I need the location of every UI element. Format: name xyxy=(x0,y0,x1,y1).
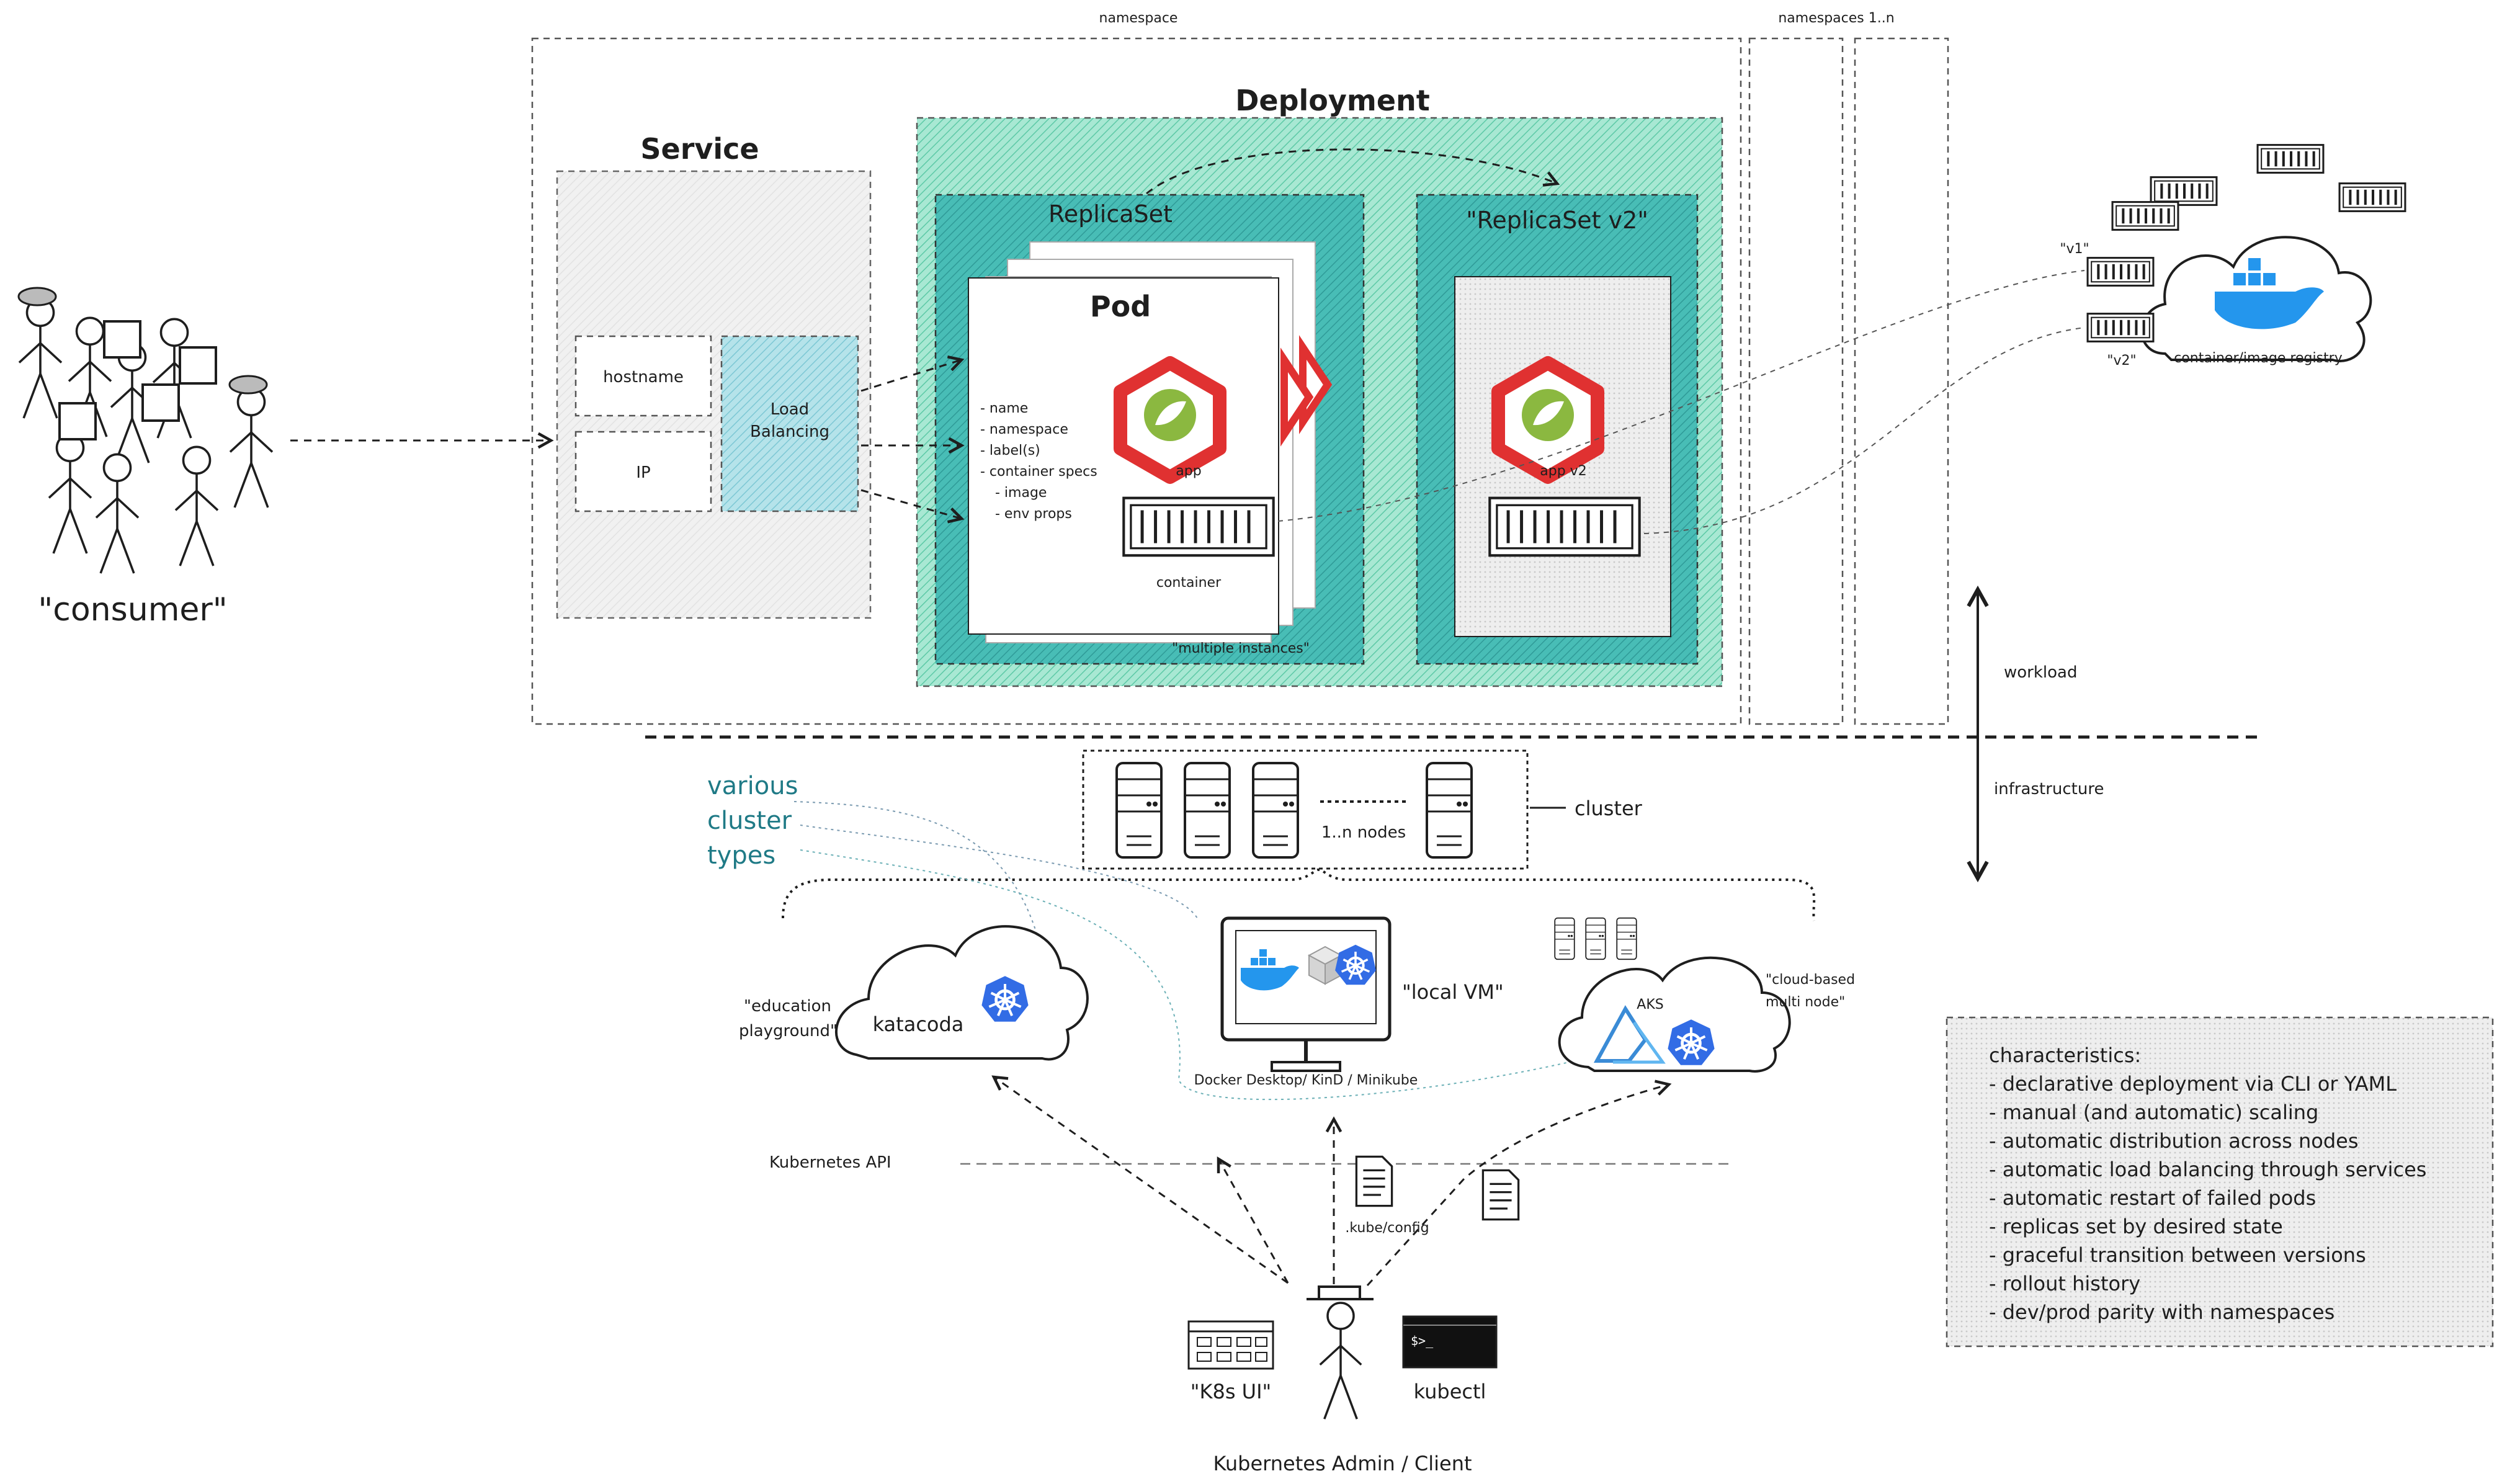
container-registry: "v1" "v2" container/image registry xyxy=(2060,145,2405,369)
local-vm-sub: Docker Desktop/ KinD / Minikube xyxy=(1194,1073,1418,1088)
k8s-ui-label: "K8s UI" xyxy=(1191,1380,1271,1403)
spring-app-v2-icon xyxy=(1498,363,1597,477)
kubeconfig-doc-icon xyxy=(1481,1169,1520,1221)
admin-label: Kubernetes Admin / Client xyxy=(1213,1452,1472,1475)
registry-v2-label: "v2" xyxy=(2107,353,2136,369)
consumer-group: "consumer" xyxy=(17,287,274,628)
server-icon xyxy=(1585,917,1606,960)
rollout-arrow xyxy=(1146,148,1557,195)
characteristic-item: - automatic load balancing through servi… xyxy=(1989,1158,2426,1181)
k8s-ui-icon[interactable] xyxy=(1187,1320,1274,1370)
kubectl-label: kubectl xyxy=(1414,1380,1486,1403)
pod-prop-labels: - label(s) xyxy=(980,443,1040,458)
box-icon xyxy=(1307,945,1343,985)
deployment-title: Deployment xyxy=(1235,84,1430,117)
service-title: Service xyxy=(640,132,759,166)
container-label: container xyxy=(1156,575,1222,591)
spring-app-icon xyxy=(1120,363,1220,477)
characteristic-item: - automatic distribution across nodes xyxy=(1989,1129,2359,1153)
various-types-line1: various xyxy=(707,772,798,800)
server-icon xyxy=(1184,762,1231,859)
registry-v1-label: "v1" xyxy=(2060,241,2089,257)
cluster-label: cluster xyxy=(1575,797,1643,820)
replicaset-v2-title: "ReplicaSet v2" xyxy=(1466,207,1648,234)
ip-field: IP xyxy=(636,463,650,482)
characteristics-title: characteristics: xyxy=(1989,1044,2141,1067)
container-icon xyxy=(1124,498,1273,556)
aks-cloud[interactable]: AKS xyxy=(1554,917,1791,1073)
namespace-area: namespace xyxy=(531,11,1742,725)
kubeconfig-doc-icon xyxy=(1355,1155,1393,1207)
pod-prop-name: - name xyxy=(980,401,1028,416)
server-icon xyxy=(1616,917,1637,960)
server-icon xyxy=(1115,762,1163,859)
lb-to-pod-arrows xyxy=(860,360,962,519)
kubectl-prompt: $>_ xyxy=(1411,1333,1434,1348)
characteristic-item: - replicas set by desired state xyxy=(1989,1215,2283,1238)
characteristic-item: - graceful transition between versions xyxy=(1989,1243,2366,1267)
various-link-2 xyxy=(800,825,1198,919)
container-v2-icon xyxy=(1490,498,1639,556)
infrastructure-label: infrastructure xyxy=(1994,780,2104,798)
local-vm-monitor[interactable] xyxy=(1220,916,1392,1072)
education-label-line2: playground" xyxy=(739,1022,838,1040)
katacoda-label: katacoda xyxy=(873,1012,964,1036)
characteristic-item: - rollout history xyxy=(1989,1272,2140,1295)
multiple-instances-label: "multiple instances" xyxy=(1172,641,1310,656)
cluster-nodes[interactable]: 1..n nodes xyxy=(1082,749,1529,870)
consumer-label: "consumer" xyxy=(38,591,227,628)
pod-prop-container-specs: - container specs xyxy=(980,464,1097,480)
characteristic-item: - dev/prod parity with namespaces xyxy=(1989,1300,2334,1324)
pod-title: Pod xyxy=(1090,290,1151,323)
cluster-types-brace xyxy=(782,868,1816,921)
kubeconfig-label: .kube/config xyxy=(1345,1220,1429,1236)
hostname-field: hostname xyxy=(603,368,684,387)
kubectl-terminal-icon[interactable]: $>_ xyxy=(1402,1315,1498,1369)
deployment-box[interactable]: Deployment ReplicaSet Pod - name - names… xyxy=(916,84,1723,687)
registry-label: container/image registry xyxy=(2174,351,2343,366)
various-types-line2: cluster xyxy=(707,807,792,835)
education-label-line1: "education xyxy=(744,997,831,1016)
namespaces-stack: namespaces 1..n xyxy=(1748,11,1949,725)
docker-icon xyxy=(1241,949,1299,991)
pod-prop-env-props: - env props xyxy=(995,506,1072,522)
katacoda-cloud[interactable]: katacoda xyxy=(834,925,1089,1061)
pod-card[interactable]: Pod - name - namespace - label(s) - cont… xyxy=(968,277,1279,635)
cloud-label-line2: multi node" xyxy=(1766,995,1845,1010)
replicaset-title: ReplicaSet xyxy=(1048,200,1173,228)
docker-whale-icon xyxy=(2215,258,2324,329)
pod-prop-namespace: - namespace xyxy=(980,422,1068,437)
image-v2-link xyxy=(1643,327,2085,534)
pod-prop-image: - image xyxy=(995,485,1047,501)
nodes-label: 1..n nodes xyxy=(1321,823,1406,842)
cloud-label-line1: "cloud-based xyxy=(1766,972,1855,988)
admin-figure xyxy=(1307,1285,1374,1419)
namespaces-label: namespaces 1..n xyxy=(1778,11,1894,26)
app-v2-label: app v2 xyxy=(1540,463,1586,479)
aks-label: AKS xyxy=(1637,997,1663,1012)
azure-icon xyxy=(1593,1005,1666,1064)
admin-arrows xyxy=(994,1077,1669,1287)
server-icon xyxy=(1426,762,1473,859)
characteristic-item: - automatic restart of failed pods xyxy=(1989,1186,2316,1210)
characteristics-box: characteristics: - declarative deploymen… xyxy=(1946,1016,2494,1348)
server-icon xyxy=(1554,917,1575,960)
replicaset-v2[interactable]: "ReplicaSet v2" app v2 xyxy=(1416,194,1699,665)
characteristic-item: - declarative deployment via CLI or YAML xyxy=(1989,1072,2397,1096)
various-types-line3: types xyxy=(707,841,775,870)
workload-label: workload xyxy=(2004,663,2078,682)
various-link-3 xyxy=(800,849,1601,1101)
replicaset-v1[interactable]: ReplicaSet Pod - name - namespace - labe… xyxy=(934,194,1365,665)
kubernetes-api-label: Kubernetes API xyxy=(769,1153,891,1172)
characteristic-item: - manual (and automatic) scaling xyxy=(1989,1101,2318,1124)
server-icon xyxy=(1252,762,1299,859)
local-vm-label: "local VM" xyxy=(1402,980,1504,1004)
namespace-label: namespace xyxy=(1099,11,1178,26)
app-label: app xyxy=(1176,463,1201,479)
